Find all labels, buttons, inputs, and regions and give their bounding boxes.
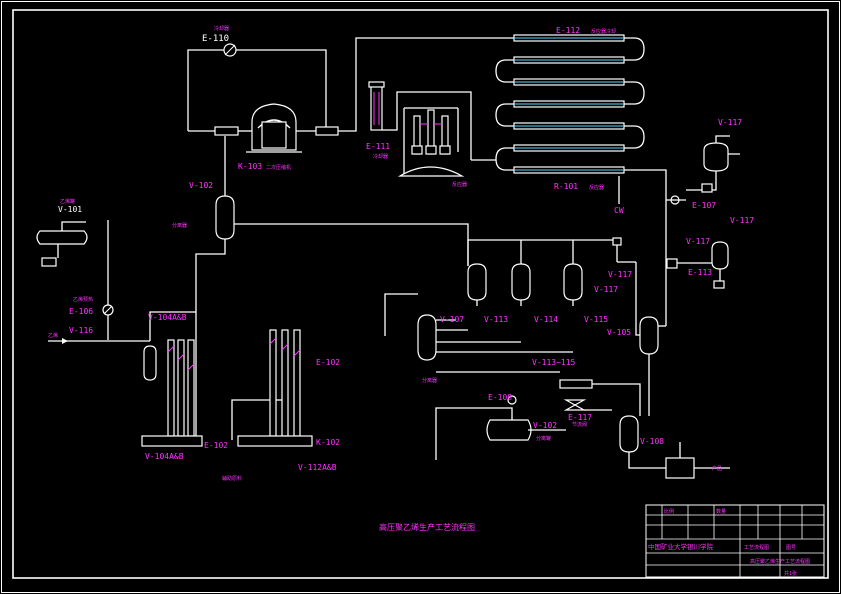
- v108-label: V-108: [640, 437, 664, 446]
- e108-label: E-108: [488, 393, 512, 402]
- v102-top-label: V-102: [189, 181, 213, 190]
- e102-b-label: E-102: [316, 358, 340, 367]
- e112-label: E-112: [556, 26, 580, 35]
- e102-a-label: E-102: [204, 441, 228, 450]
- v107-note: 分离器: [422, 377, 437, 384]
- cooler-e107: E-107: [665, 185, 716, 326]
- v115-label: V-115: [584, 315, 608, 324]
- compressor-k103: K-103 二次压缩机: [214, 103, 339, 171]
- separator-v117-top: V-117 V-117: [686, 118, 754, 225]
- sheet-border-inner: [12, 9, 829, 579]
- reactor-r101: 反应器: [397, 107, 467, 188]
- v105-label: V-105: [607, 328, 631, 337]
- tb-cell-2: 数量: [716, 508, 726, 515]
- feed-line: 乙烯预热 E-106 V-116 乙烯: [48, 220, 196, 344]
- product-note: 产品: [712, 465, 722, 472]
- exchanger-e111: E-111 冷却器: [366, 81, 472, 160]
- school-name: 中国矿业大学银川学院: [648, 542, 714, 551]
- feed-note: 乙烯: [48, 332, 58, 339]
- k102-label: K-102: [316, 438, 340, 447]
- separator-v105: V-105: [607, 262, 666, 416]
- e112-note: 反应器冷却: [591, 28, 616, 35]
- e106-label: E-106: [69, 307, 93, 316]
- tb-cell-4: 共1张: [784, 570, 797, 577]
- tank-v101: 乙烯罐 V-101: [36, 198, 88, 267]
- tb-cell-0: 工艺流程图: [744, 544, 769, 551]
- v114-label: V-114: [534, 315, 558, 324]
- v102-top-note: 分离器: [172, 222, 187, 229]
- cooler-e112: E-112 反应器冷却 R-101 反应器 CW: [471, 26, 667, 215]
- v112-label: V-112A&B: [298, 463, 337, 472]
- reactor-note: 反应器: [452, 181, 467, 188]
- tb-cell-1: 比例: [664, 508, 674, 515]
- title-block-drawing-title: 高压聚乙烯生产工艺流程图: [750, 558, 810, 565]
- e106-note: 乙烯预热: [73, 296, 93, 303]
- v101-label: V-101: [58, 205, 82, 214]
- aux-note: 辅助原料: [222, 475, 242, 482]
- v113-label: V-113: [484, 315, 508, 324]
- e117-note: 节流阀: [572, 421, 587, 428]
- exchanger-e113: V-117 E-113: [666, 237, 729, 289]
- v101-note: 乙烯罐: [60, 198, 75, 205]
- e111-note: 冷却器: [373, 153, 388, 160]
- v117-r1-label: V-117: [686, 237, 710, 246]
- v117-r3-label: V-117: [594, 285, 618, 294]
- e107-label: E-107: [692, 201, 716, 210]
- separator-v102-top: V-102 分离器: [172, 181, 469, 440]
- r101-note-2: 反应器: [589, 184, 604, 191]
- compressor-k102: E-102 K-102 V-112A&B 辅助原料: [222, 329, 340, 482]
- cw-label: CW: [614, 206, 624, 215]
- e111-label: E-111: [366, 142, 390, 151]
- v117-r2-label: V-117: [608, 270, 632, 279]
- compressor-loop: [187, 37, 505, 196]
- e113-label: E-113: [688, 268, 712, 277]
- lower-right-section: V-113~115 E-108 V-102 分离罐 E-117 节流阀 V-10…: [435, 358, 730, 479]
- separator-train: V-113 V-114 V-115 V-117 V-117: [467, 237, 636, 324]
- tb-cell-3: 图号: [786, 545, 796, 551]
- title-block: 中国矿业大学银川学院 高压聚乙烯生产工艺流程图 工艺流程图 比例 数量 图号 共…: [645, 504, 825, 578]
- cooler-e110: 冷却器 E-110: [202, 25, 237, 57]
- v104-label: V-104A&B: [148, 313, 187, 322]
- drawing-title: 高压聚乙烯生产工艺流程图: [379, 522, 475, 532]
- v107-label: V-107: [440, 315, 464, 324]
- v113-115-label: V-113~115: [532, 358, 576, 367]
- v117-top-label: V-117: [718, 118, 742, 127]
- separator-v107: V-107 分离器: [384, 293, 573, 384]
- v116-label: V-116: [69, 326, 93, 335]
- e117-label: E-117: [568, 413, 592, 422]
- v117-mid-label: V-117: [730, 216, 754, 225]
- e110-label: E-110: [202, 34, 229, 44]
- k103-note: 二次压缩机: [266, 164, 291, 171]
- v102-mid-note: 分离罐: [536, 435, 551, 442]
- v104-bottom-label: V-104A&B: [145, 452, 184, 461]
- r101-label: R-101: [554, 182, 578, 191]
- e110-note: 冷却器: [214, 25, 229, 32]
- k103-label: K-103: [238, 162, 262, 171]
- v102-mid-label: V-102: [533, 421, 557, 430]
- compressor-v104: V-104A&B V-104A&B E-102: [141, 313, 228, 461]
